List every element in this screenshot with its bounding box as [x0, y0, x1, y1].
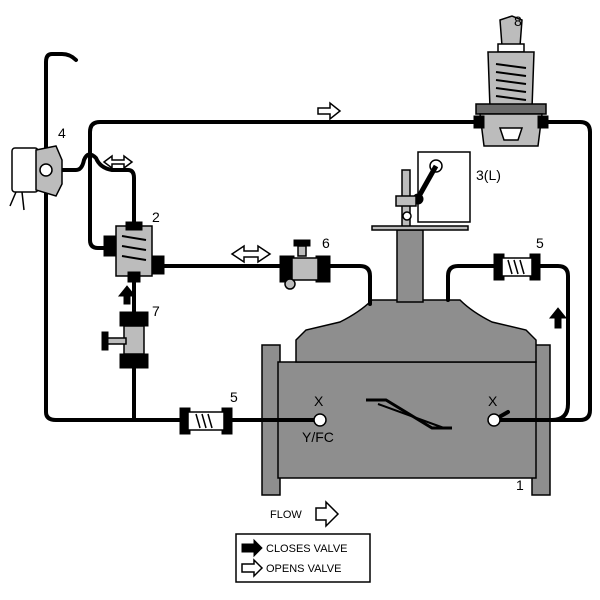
- double-arrow-near-2: [102, 154, 134, 170]
- label-4: 4: [58, 125, 66, 141]
- main-valve-body: [261, 229, 551, 496]
- pilot-valve-2: [103, 221, 165, 283]
- label-8: 8: [514, 13, 522, 29]
- port-left: [313, 413, 327, 427]
- label-1: 1: [516, 477, 524, 493]
- legend-opens-icon: [241, 558, 264, 578]
- label-5-bottom: 5: [230, 389, 238, 405]
- label-3l: 3(L): [476, 167, 501, 183]
- legend-closes-icon: [241, 538, 263, 558]
- legend-closes-label: CLOSES VALVE: [266, 543, 348, 555]
- label-x-right: X: [488, 393, 498, 409]
- check-valve-5-top: [493, 253, 541, 281]
- label-2: 2: [152, 209, 160, 225]
- component-labels: 8 4 3(L) 2 5 6 7 5 X X Y/FC 1 FLOW: [58, 13, 544, 521]
- needle-valve-6: [279, 239, 331, 290]
- legend: CLOSES VALVE OPENS VALVE: [235, 533, 371, 583]
- check-valve-5-bottom: [179, 407, 233, 435]
- label-x-left: X: [314, 393, 324, 409]
- label-6: 6: [322, 235, 330, 251]
- isolation-valve-7: [101, 311, 149, 369]
- closes-arrow-7: [117, 285, 137, 305]
- limit-switch-3l: [371, 151, 471, 231]
- opens-arrow-top: [317, 101, 342, 121]
- label-flow: FLOW: [270, 509, 302, 521]
- label-7: 7: [152, 303, 160, 319]
- flow-arrow: [315, 500, 340, 528]
- double-arrow-near-6: [230, 244, 272, 264]
- legend-box: [235, 533, 371, 583]
- label-y-fc: Y/FC: [302, 429, 334, 445]
- label-5-top: 5: [536, 235, 544, 251]
- solenoid-pilot-4: [9, 145, 63, 211]
- flow-arrows: [102, 101, 568, 528]
- legend-opens-label: OPENS VALVE: [266, 563, 341, 575]
- port-right: [487, 413, 501, 427]
- relief-valve-8: [473, 15, 549, 147]
- valve-ports: [313, 413, 501, 427]
- closes-arrow-right: [548, 307, 568, 329]
